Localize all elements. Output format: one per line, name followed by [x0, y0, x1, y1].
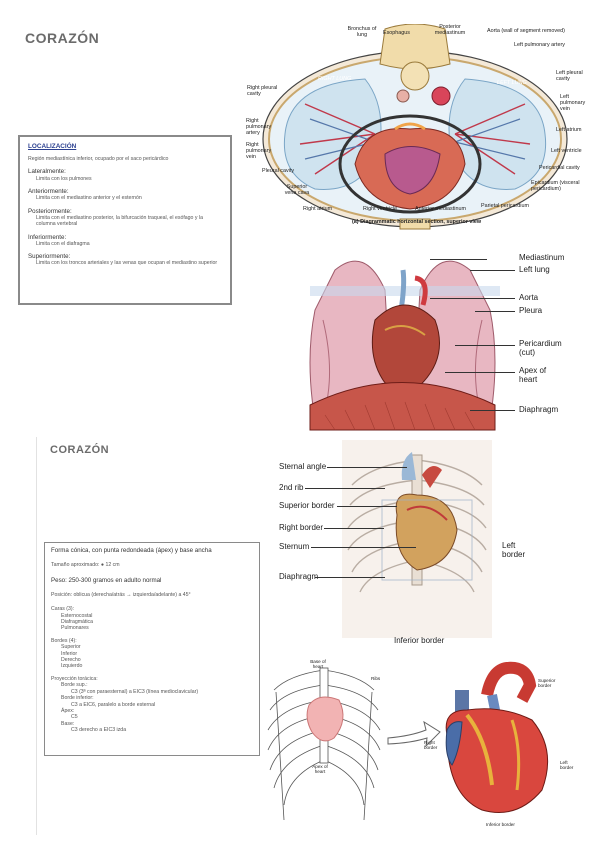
- label-left-atrium: Left atrium: [556, 127, 582, 133]
- localizacion-label: Superiormente:: [28, 253, 71, 261]
- proyeccion-item: Base:: [61, 720, 75, 727]
- section-caption: (a) Diagrammatic horizontal section, sup…: [352, 219, 482, 225]
- ribcage-small-diagram: [267, 667, 381, 821]
- localizacion-intro: Región mediastínica inferior, ocupado po…: [28, 156, 169, 162]
- proyeccion-item: C3 (3ª con paraesternal) a EIC3 (línea m…: [71, 688, 199, 695]
- label-apex-small: Apex of heart: [312, 764, 328, 775]
- label-right-border: Right border: [279, 523, 324, 532]
- label-pleura: Pleura: [519, 306, 543, 315]
- caras-label: Caras (3):: [51, 606, 75, 613]
- label-left-lung-section: LEFT LUNG: [497, 80, 527, 86]
- label-anterior-mediastinum: Anterior mediastinum: [415, 206, 466, 212]
- list-item: Pulmonares: [61, 625, 89, 632]
- label-right-pulm-vein: Right pulmonary vein: [246, 142, 272, 160]
- label-inferior-border-chest: Inferior border: [394, 636, 445, 645]
- list-item: Esternocostal: [61, 612, 93, 619]
- slide2-left-divider: [36, 437, 37, 835]
- localizacion-text: Limita con el mediastino anterior y el e…: [36, 195, 142, 202]
- label-ribs: Ribs: [371, 676, 381, 681]
- localizacion-label: Inferiormente:: [28, 233, 67, 241]
- proyeccion-item: C3 a EIC6, paralelo a borde esternal: [71, 701, 156, 708]
- label-esophagus: Esophagus: [383, 30, 410, 36]
- label-left-pulm-vein: Left pulmonary vein: [560, 94, 586, 112]
- localizacion-text: Limita con el diafragma: [36, 240, 90, 247]
- localizacion-text: Limita con los pulmones: [36, 175, 92, 182]
- proyeccion-label: Proyección torácica:: [51, 675, 98, 682]
- label-mediastinum: Mediastinum: [519, 253, 565, 262]
- label-2nd-rib: 2nd rib: [279, 483, 304, 492]
- localizacion-box: LOCALIZACIÓN Región mediastínica inferio…: [18, 135, 232, 305]
- label-bronchus: Bronchus of lung: [347, 26, 377, 38]
- slide2-title: CORAZÓN: [50, 444, 110, 456]
- list-item: Diafragmática: [61, 619, 94, 626]
- label-superior-vena-cava: Superior vena cava: [284, 184, 310, 196]
- list-item: Inferior: [61, 650, 78, 657]
- label-inferior-border-heart: Inferior border: [486, 822, 515, 827]
- proyeccion-item: C3 derecho a EIC3 izda: [71, 727, 127, 734]
- label-right-ventricle: Right ventricle: [363, 206, 398, 212]
- label-left-border-chest: Left border: [502, 541, 526, 559]
- posicion-line: Posición: oblicua (derecha/atrás → izqui…: [51, 591, 191, 598]
- label-superior-border-heart: Superior border: [538, 678, 556, 689]
- caracteristicas-box: Forma cónica, con punta redondeada (ápex…: [44, 542, 260, 756]
- proyeccion-item: Ápex:: [61, 707, 75, 714]
- proyeccion-item: Borde sup.:: [61, 682, 88, 689]
- proyeccion-item: C5: [71, 714, 78, 721]
- label-epicardium: Epicardium (visceral pericardium): [531, 180, 580, 192]
- slide1-title: CORAZÓN: [25, 30, 100, 46]
- heart-diagram: [445, 661, 549, 813]
- localizacion-label: Posteriormente:: [28, 207, 72, 215]
- label-sternal-angle: Sternal angle: [279, 462, 327, 471]
- localizacion-label: Anteriormente:: [28, 188, 69, 196]
- forma-line: Forma cónica, con punta redondeada (ápex…: [51, 547, 212, 554]
- label-left-pleural-cavity: Left pleural cavity: [556, 70, 583, 82]
- thorax-diagram: [309, 260, 500, 431]
- tamano-line: Tamaño aproximado: ● 12 cm: [51, 562, 120, 569]
- label-post-mediastinum: Posterior mediastinum: [434, 24, 466, 36]
- horizontal-section-diagram: [262, 24, 568, 230]
- label-pericardial-cavity: Pericardial cavity: [539, 165, 580, 171]
- proyeccion-item: Borde inferior:: [61, 695, 94, 702]
- localizacion-text: Limita con los troncos arteriales y las …: [36, 260, 218, 267]
- label-aorta: Aorta: [519, 293, 539, 302]
- label-apex-of-heart: Apex of heart: [519, 366, 547, 384]
- label-diaphragm: Diaphragm: [519, 405, 559, 414]
- label-parietal-pericardium: Parietal pericardium: [481, 203, 529, 209]
- list-item: Izquierdo: [61, 663, 83, 670]
- list-item: Derecho: [61, 657, 81, 664]
- localizacion-label: Lateralmente:: [28, 168, 66, 176]
- bordes-label: Bordes (4):: [51, 637, 77, 644]
- peso-line: Peso: 250-300 gramos en adulto normal: [51, 576, 162, 584]
- localizacion-heading: LOCALIZACIÓN: [28, 143, 77, 150]
- label-aorta-section: Aorta (wall of segment removed): [487, 28, 565, 34]
- label-left-pulm-artery: Left pulmonary artery: [514, 42, 565, 48]
- arrow-icon: [387, 720, 441, 748]
- label-left-lung: Left lung: [519, 265, 550, 274]
- label-sternum: Sternum: [279, 542, 310, 551]
- chest-outline-diagram: [342, 440, 492, 638]
- label-right-border-heart: Right border: [424, 740, 438, 751]
- localizacion-text: Limita con el mediastino posterior, la b…: [36, 214, 203, 228]
- label-right-pleural-cavity: Right pleural cavity: [247, 85, 278, 97]
- label-right-atrium: Right atrium: [303, 206, 333, 212]
- label-diaphragm-chest: Diaphragm: [279, 572, 319, 581]
- label-left-border-heart: Left border: [560, 760, 574, 771]
- label-right-lung: RIGHT LUNG: [318, 76, 352, 82]
- label-right-pulm-artery: Right pulmonary artery: [246, 118, 272, 136]
- label-left-ventricle: Left ventricle: [551, 148, 582, 154]
- list-item: Superior: [61, 644, 81, 651]
- label-pericardium: Pericardium (cut): [519, 339, 562, 357]
- label-pleural-cavity: Pleural cavity: [262, 168, 295, 174]
- label-base-of-heart: Base of heart: [310, 659, 326, 670]
- label-superior-border: Superior border: [279, 501, 335, 510]
